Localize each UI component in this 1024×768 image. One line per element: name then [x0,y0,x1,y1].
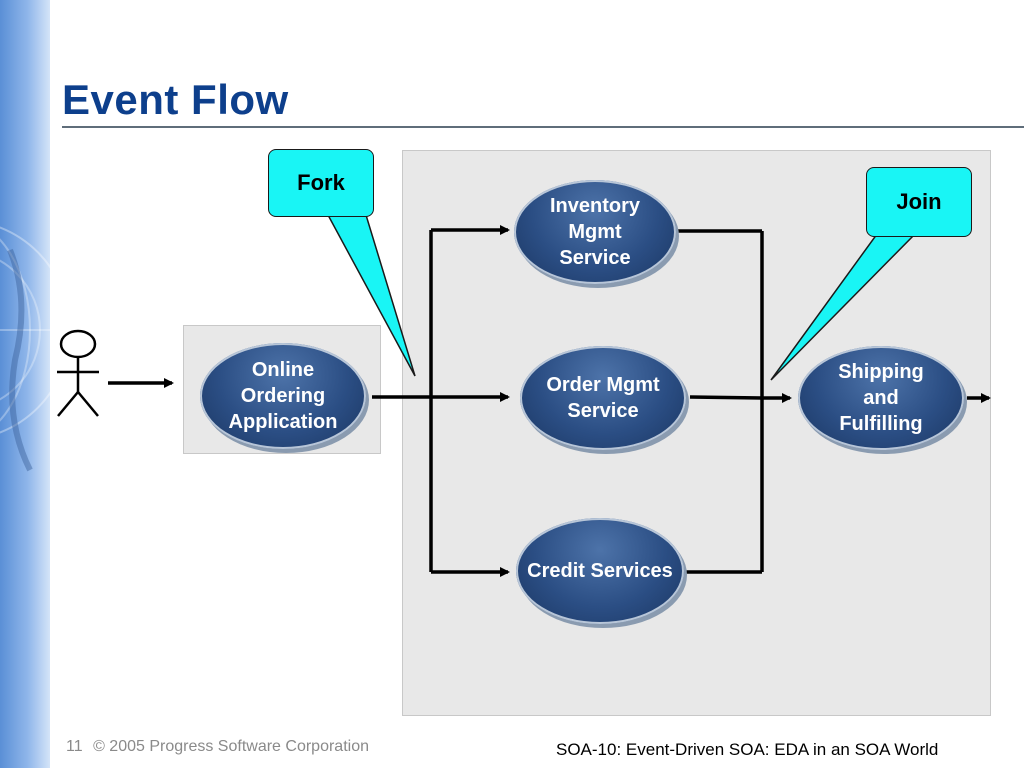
session-title: SOA-10: Event-Driven SOA: EDA in an SOA … [556,740,939,759]
join-label: Join [896,189,942,214]
inventory-label: Inventory Mgmt Service [549,195,641,269]
globe-watermark-icon [0,226,50,472]
shipping-label: Shipping and Fulfilling [838,361,924,435]
title-divider [62,126,1024,128]
join-callout: Join [866,167,972,237]
online-ordering-node: Online Ordering Application [200,343,366,449]
shipping-node: Shipping and Fulfilling [798,346,964,450]
fork-callout: Fork [268,149,374,217]
inventory-node: Inventory Mgmt Service [514,180,676,284]
order-mgmt-label: Order Mgmt Service [546,374,660,422]
fork-callout-pointer [326,214,416,377]
online-ordering-label: Online Ordering Application [228,359,338,433]
user-stick-figure-icon [57,329,99,417]
credit-services-label: Credit Services [527,560,673,582]
order-to-join-line [689,395,763,400]
fork-label: Fork [297,170,345,195]
footer-left: 11 © 2005 Progress Software Corporation [66,738,369,756]
order-mgmt-node: Order Mgmt Service [520,346,686,450]
decorative-sidebar [0,0,50,768]
copyright-text: © 2005 Progress Software Corporation [93,738,369,755]
page-number: 11 [66,738,83,755]
page-title: Event Flow [62,76,289,123]
credit-services-node: Credit Services [516,518,684,624]
